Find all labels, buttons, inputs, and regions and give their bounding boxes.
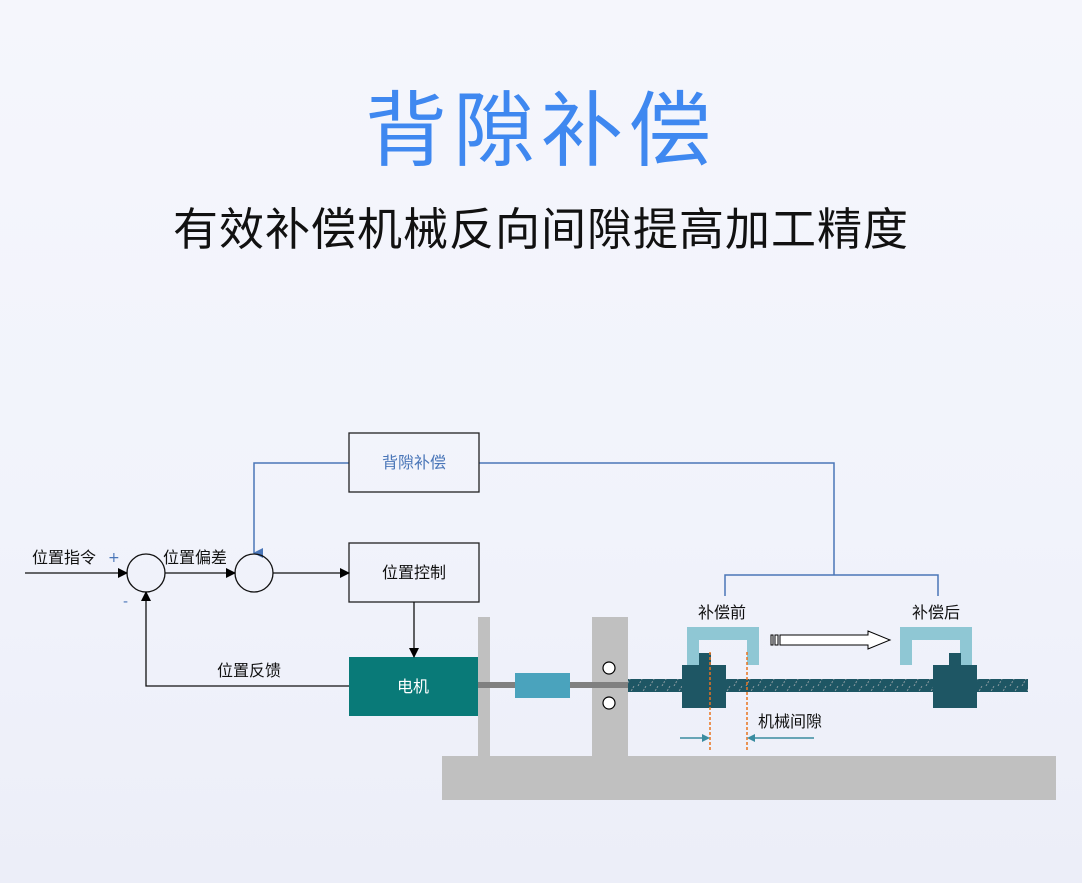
coupling — [515, 673, 570, 698]
block-backlash-compensation-label: 背隙补偿 — [382, 453, 446, 472]
label-after-compensation: 补偿后 — [912, 603, 960, 622]
page-title: 背隙补偿 — [364, 84, 717, 179]
screw-nut-before — [682, 665, 726, 708]
label-plus-sign: + — [108, 550, 120, 566]
label-position-feedback: 位置反馈 — [217, 661, 281, 680]
feedback-arrow — [141, 591, 349, 687]
movement-arrow-icon — [770, 630, 892, 650]
block-backlash-compensation — [348, 432, 480, 493]
compensation-line-left — [253, 462, 349, 558]
label-minus-sign: - — [123, 594, 128, 610]
block-position-control-label: 位置控制 — [382, 563, 446, 582]
gap-arrow-right-icon — [702, 734, 710, 742]
summing-junction-1 — [126, 553, 166, 593]
nut-key-after — [949, 653, 961, 665]
screw-nut-after — [933, 665, 977, 708]
summing-junction-2 — [234, 553, 274, 593]
machine-base — [442, 756, 1056, 800]
nut-key-before — [699, 653, 711, 665]
block-motor — [349, 657, 478, 716]
block-motor-label: 电机 — [397, 677, 429, 696]
label-position-error: 位置偏差 — [163, 548, 227, 567]
table-bracket-after — [900, 627, 972, 665]
label-before-compensation: 补偿前 — [698, 603, 746, 622]
table-bracket-before — [687, 627, 759, 665]
ball-screw — [628, 679, 1028, 692]
bearing-lower-icon — [602, 696, 616, 710]
gap-arrow-left-icon — [747, 734, 755, 742]
label-mechanical-gap: 机械间隙 — [758, 712, 822, 731]
page-subtitle: 有效补偿机械反向间隙提高加工精度 — [172, 203, 909, 256]
compensation-line-right — [479, 462, 835, 575]
compensation-split-line — [724, 574, 939, 596]
label-position-command: 位置指令 — [32, 548, 96, 567]
bearing-upper-icon — [602, 661, 616, 675]
